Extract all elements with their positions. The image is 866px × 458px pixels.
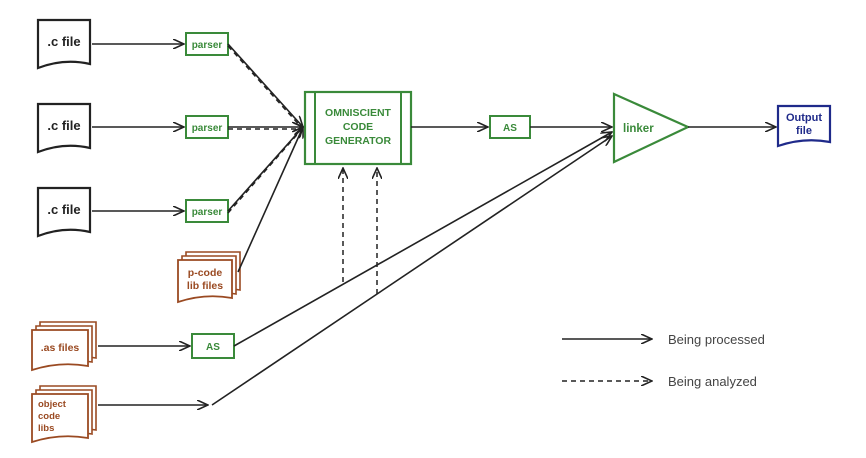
assembler-bottom: AS [191,333,235,359]
legend-processed-label: Being processed [668,332,765,347]
pcode-lib-label-2: lib files [187,280,223,292]
arrow-as-linker-2 [233,132,612,347]
object-code-libs: object code libs [31,385,97,444]
assembler-top-label: AS [503,123,517,134]
parser-1: parser [185,32,229,56]
code-generator: OMNISCIENT CODE GENERATOR [303,90,413,166]
parser-2: parser [185,115,229,139]
object-libs-label-1: object [38,399,67,410]
c-file-3: .c file [36,186,92,238]
legend-analyzed-label: Being analyzed [668,374,757,389]
c-file-2: .c file [36,102,92,154]
c-file-1-label: .c file [47,34,80,49]
assembler-top: AS [489,115,531,139]
generator-label-2: CODE [343,121,373,133]
arrow-parser1-gen [227,43,303,127]
parser-2-label: parser [192,123,223,134]
dash-parser3-gen [227,128,303,214]
arrow-pcode-gen [237,127,303,273]
parser-3: parser [185,199,229,223]
analyzed-arrows [227,45,377,294]
parser-1-label: parser [192,40,223,51]
pcode-lib-files: p-code lib files [177,251,241,304]
c-file-2-label: .c file [47,118,80,133]
arrow-objlibs-linker [211,136,612,406]
object-libs-label-3: libs [38,423,54,434]
as-files-label: .as files [41,342,80,354]
generator-label-3: GENERATOR [325,135,392,147]
output-label-1: Output [786,112,822,124]
output-file: Output file [776,104,832,148]
as-files: .as files [31,321,97,372]
c-file-3-label: .c file [47,202,80,217]
output-label-2: file [796,125,812,137]
arrow-parser3-gen [227,127,303,212]
linker-label: linker [623,123,654,135]
assembler-bottom-label: AS [206,342,220,353]
c-file-1: .c file [36,18,92,70]
generator-label-1: OMNISCIENT [325,107,392,119]
object-libs-label-2: code [38,411,60,422]
legend: Being processed Being analyzed [562,332,765,389]
dash-parser1-gen [227,45,303,129]
parser-3-label: parser [192,207,223,218]
linker: linker [612,92,691,164]
pcode-lib-label-1: p-code [188,267,223,279]
processed-arrows [92,44,776,405]
